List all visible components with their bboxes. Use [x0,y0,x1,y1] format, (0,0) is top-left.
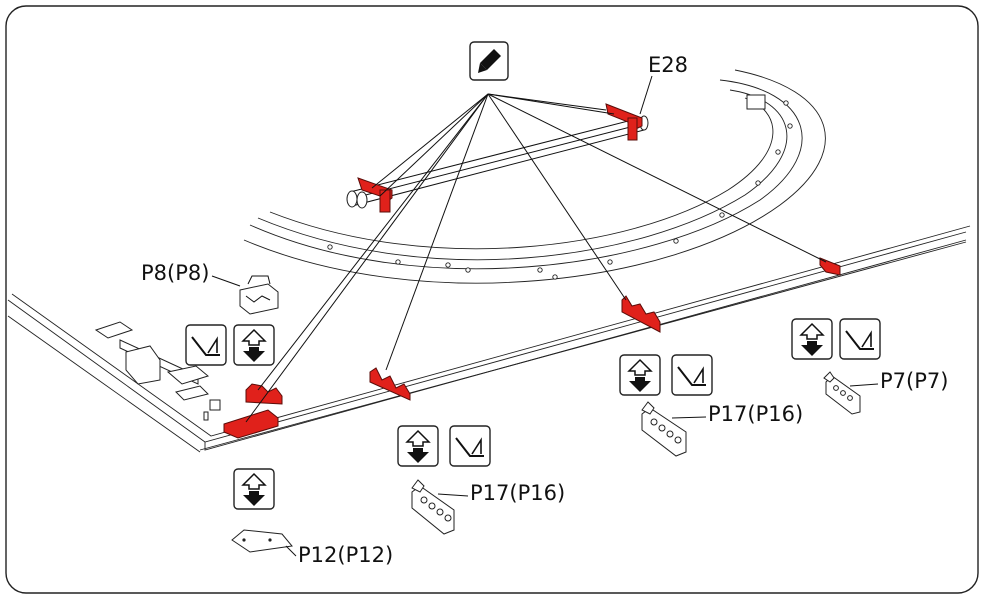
p8-leader [211,275,241,287]
e28-leader [639,75,653,115]
ring-plate [243,69,826,284]
part-p7 [823,371,861,415]
fold-angle-icon [839,318,881,360]
fold-angle-icon [185,324,227,366]
flip-arrow-icon [233,324,275,366]
label-p7: P7(P7) [880,369,948,393]
marker-icon [469,41,509,81]
flip-arrow-icon [791,318,833,360]
part-p17-left [411,479,455,535]
rod-assembly [346,103,649,213]
left-mechanism [94,321,221,421]
p17-right-leader [671,416,707,419]
fold-angle-icon [449,425,491,467]
label-e28: E28 [648,53,688,77]
label-p12: P12(P12) [298,543,393,567]
p7-leader [849,383,879,387]
p17-left-leader [437,493,469,497]
frame-border [5,5,979,594]
leader-lines [245,93,827,423]
red-clips [223,257,841,439]
flip-arrow-icon [619,354,661,396]
flip-arrow-icon [397,425,439,467]
label-p17-right: P17(P16) [708,402,803,426]
p12-leader [285,545,297,557]
fold-angle-icon [671,354,713,396]
label-p8: P8(P8) [141,261,209,285]
label-p17-left: P17(P16) [470,481,565,505]
part-p8 [239,275,279,315]
part-p17-right [641,401,687,457]
board-panel [7,225,971,453]
flip-arrow-icon [233,468,275,510]
part-p12 [231,529,293,553]
